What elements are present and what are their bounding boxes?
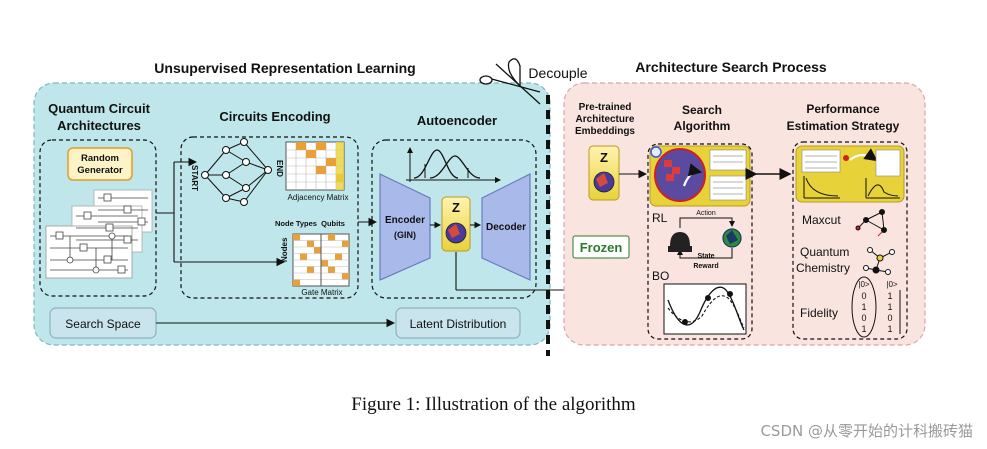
- search-algorithm-group: [647, 143, 753, 340]
- search-space-blob: [654, 148, 706, 202]
- dag-nodes: [201, 138, 272, 206]
- encoder-label: Encoder: [385, 215, 425, 226]
- frozen-label: Frozen: [580, 240, 623, 255]
- performance-title-line2: Estimation Strategy: [787, 119, 900, 133]
- bo-plot: [663, 283, 747, 335]
- fidelity-bit-2: 1: [861, 302, 866, 312]
- adjacency-matrix: [285, 141, 345, 191]
- quantum-label: Quantum: [800, 245, 849, 259]
- nodes-label: Nodes: [280, 237, 289, 262]
- search-title-line2: Algorithm: [674, 119, 731, 133]
- encoding-title: Circuits Encoding: [219, 109, 330, 124]
- fidelity-ket-1: |0>: [858, 280, 870, 289]
- encoding-group: [180, 136, 359, 299]
- latent-z-label: Z: [452, 200, 460, 215]
- latent-distribution-label: Latent Distribution: [410, 317, 507, 331]
- rl-reward-label: Reward: [693, 263, 718, 270]
- adjacency-matrix-label: Adjacency Matrix: [288, 193, 349, 202]
- fidelity-label: Fidelity: [800, 306, 838, 320]
- autoencoder-title: Autoencoder: [417, 113, 497, 128]
- pretrained-line2: Architecture: [576, 114, 635, 125]
- pretrained-z-label: Z: [600, 150, 608, 165]
- qca-group: [39, 139, 157, 297]
- circuit-sheets: [45, 189, 153, 279]
- magnifier-icon: [650, 146, 662, 158]
- rl-action-label: Action: [696, 210, 716, 217]
- left-panel-title: Unsupervised Representation Learning: [154, 60, 415, 76]
- candidate-card-1: [709, 149, 747, 171]
- search-move-arrow: [682, 163, 703, 187]
- search-space-label: Search Space: [65, 317, 141, 331]
- fidelity-bit-1: 0: [861, 291, 866, 301]
- search-title-line1: Search: [682, 103, 722, 117]
- fidelity-bit-4: 1: [861, 324, 866, 334]
- chemistry-label: Chemistry: [796, 261, 850, 275]
- fidelity-oval: [851, 276, 877, 338]
- performance-red-dot: [843, 155, 849, 161]
- pretrained-line1: Pre-trained: [579, 102, 632, 113]
- fidelity-bit2-2: 1: [887, 302, 892, 312]
- random-generator-line2: Generator: [77, 165, 123, 176]
- node-types-label: Node Types: [275, 219, 317, 228]
- gate-matrix: [292, 233, 350, 287]
- decoder-label: Decoder: [486, 222, 526, 233]
- distribution-plot: [406, 147, 501, 183]
- random-generator-line1: Random: [81, 153, 119, 164]
- agent-icon: [668, 232, 692, 252]
- maxcut-label: Maxcut: [802, 213, 841, 227]
- performance-move-arrow: [849, 148, 878, 162]
- qca-title-line1: Quantum Circuit: [48, 101, 151, 116]
- decouple-label: Decouple: [528, 65, 587, 81]
- watermark: CSDN @从零开始的计科搬砖猫: [760, 422, 973, 440]
- bo-label: BO: [652, 269, 669, 283]
- scissors-icon: [479, 58, 541, 105]
- fidelity-bit2-3: 0: [887, 313, 892, 323]
- fidelity-bit-3: 0: [861, 313, 866, 323]
- performance-title-line1: Performance: [806, 102, 880, 116]
- performance-card-right: [875, 149, 901, 177]
- decoder-block: [481, 173, 531, 281]
- performance-group: [792, 141, 908, 340]
- encoder-block: [379, 173, 431, 281]
- performance-curve-2: [865, 178, 900, 199]
- fidelity-bit2-1: 1: [887, 291, 892, 301]
- molecule-icon: [863, 247, 895, 275]
- qubits-label: Qubits: [321, 219, 345, 228]
- maxcut-graph-icon: [855, 209, 887, 237]
- pretrained-line3: Embeddings: [575, 126, 635, 137]
- dag-end-label: END: [275, 160, 284, 177]
- left-panel: [33, 82, 551, 346]
- latent-distribution-box: [395, 307, 521, 339]
- random-generator-box: [67, 147, 133, 181]
- rl-label: RL: [652, 211, 668, 225]
- right-panel-title: Architecture Search Process: [635, 59, 827, 75]
- gate-matrix-label: Gate Matrix: [301, 288, 342, 297]
- frozen-badge: [572, 235, 630, 259]
- performance-curve-1: [803, 176, 840, 199]
- performance-circuit-card: [801, 149, 841, 173]
- dag-start-label: START: [190, 165, 199, 191]
- rl-state-label: State: [697, 253, 714, 260]
- qca-title-line2: Architectures: [57, 118, 141, 133]
- encoder-gin-label: (GIN): [394, 230, 416, 240]
- search-grid-cells: [664, 160, 680, 181]
- rl-loop-arrows: [677, 217, 735, 259]
- fidelity-ket-2: |0>: [886, 280, 898, 289]
- fidelity-bit2-4: 1: [887, 324, 892, 334]
- figure-caption: Figure 1: Illustration of the algorithm: [351, 394, 636, 415]
